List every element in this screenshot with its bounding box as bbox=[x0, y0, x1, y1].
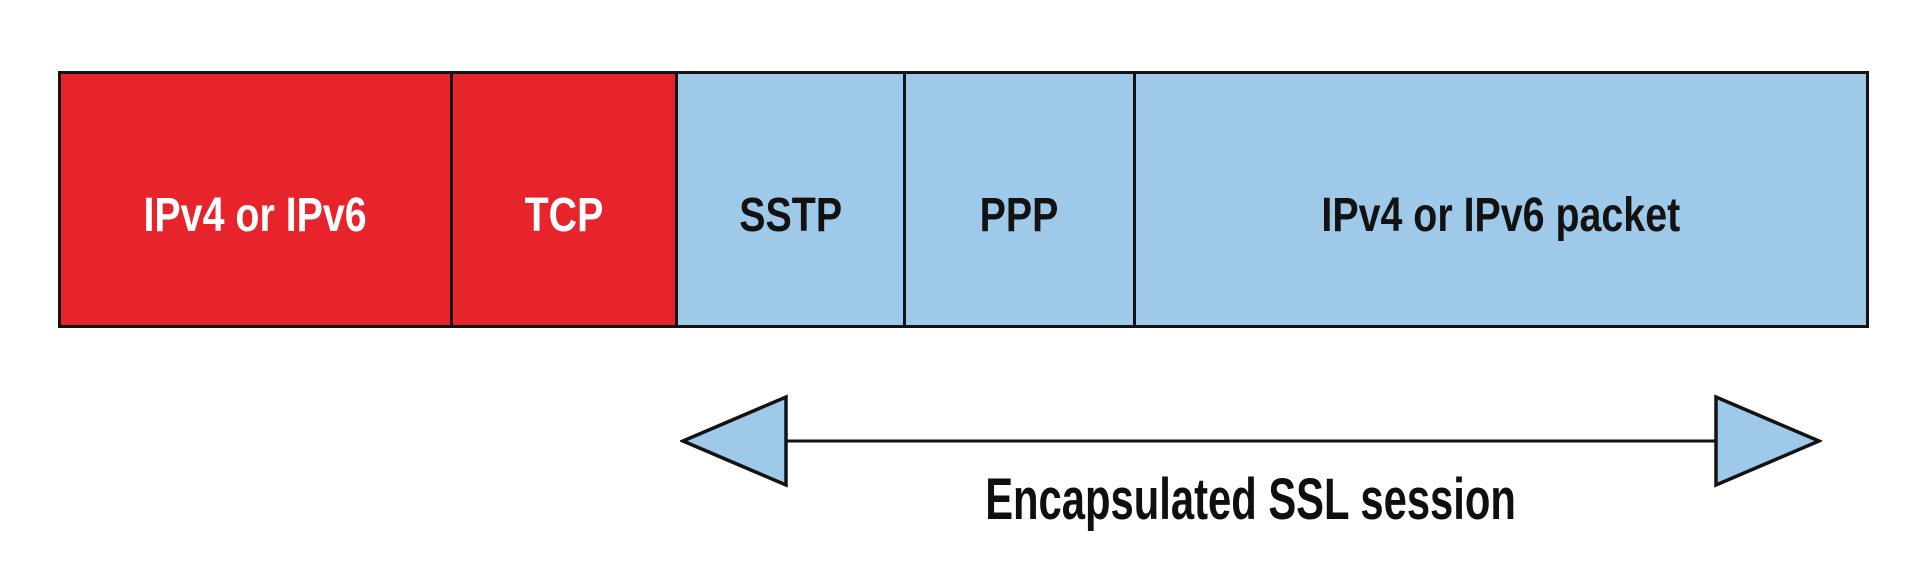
arrow-left-head-icon bbox=[680, 394, 788, 488]
segment-outer-ip-header: IPv4 or IPv6 bbox=[61, 74, 454, 325]
encapsulation-span-arrow bbox=[680, 394, 1822, 488]
segment-label-sstp: SSTP bbox=[739, 189, 842, 242]
arrow-label: Encapsulated SSL session bbox=[680, 466, 1822, 533]
segment-ppp-header: PPP bbox=[905, 74, 1137, 325]
segment-sstp-header: SSTP bbox=[678, 74, 906, 325]
arrow-label-text: Encapsulated SSL session bbox=[985, 467, 1517, 532]
segment-inner-ip-packet: IPv4 or IPv6 packet bbox=[1136, 74, 1866, 325]
segment-tcp-header: TCP bbox=[453, 74, 679, 325]
segment-label-outer-ip: IPv4 or IPv6 bbox=[143, 189, 368, 242]
segment-label-inner-packet: IPv4 or IPv6 packet bbox=[1321, 189, 1681, 242]
segment-label-tcp: TCP bbox=[524, 189, 604, 242]
segment-label-ppp: PPP bbox=[980, 189, 1059, 242]
packet-structure-bar: IPv4 or IPv6 TCP SSTP PPP IPv4 or IPv6 p… bbox=[58, 71, 1869, 328]
arrow-right-head-icon bbox=[1714, 394, 1822, 488]
